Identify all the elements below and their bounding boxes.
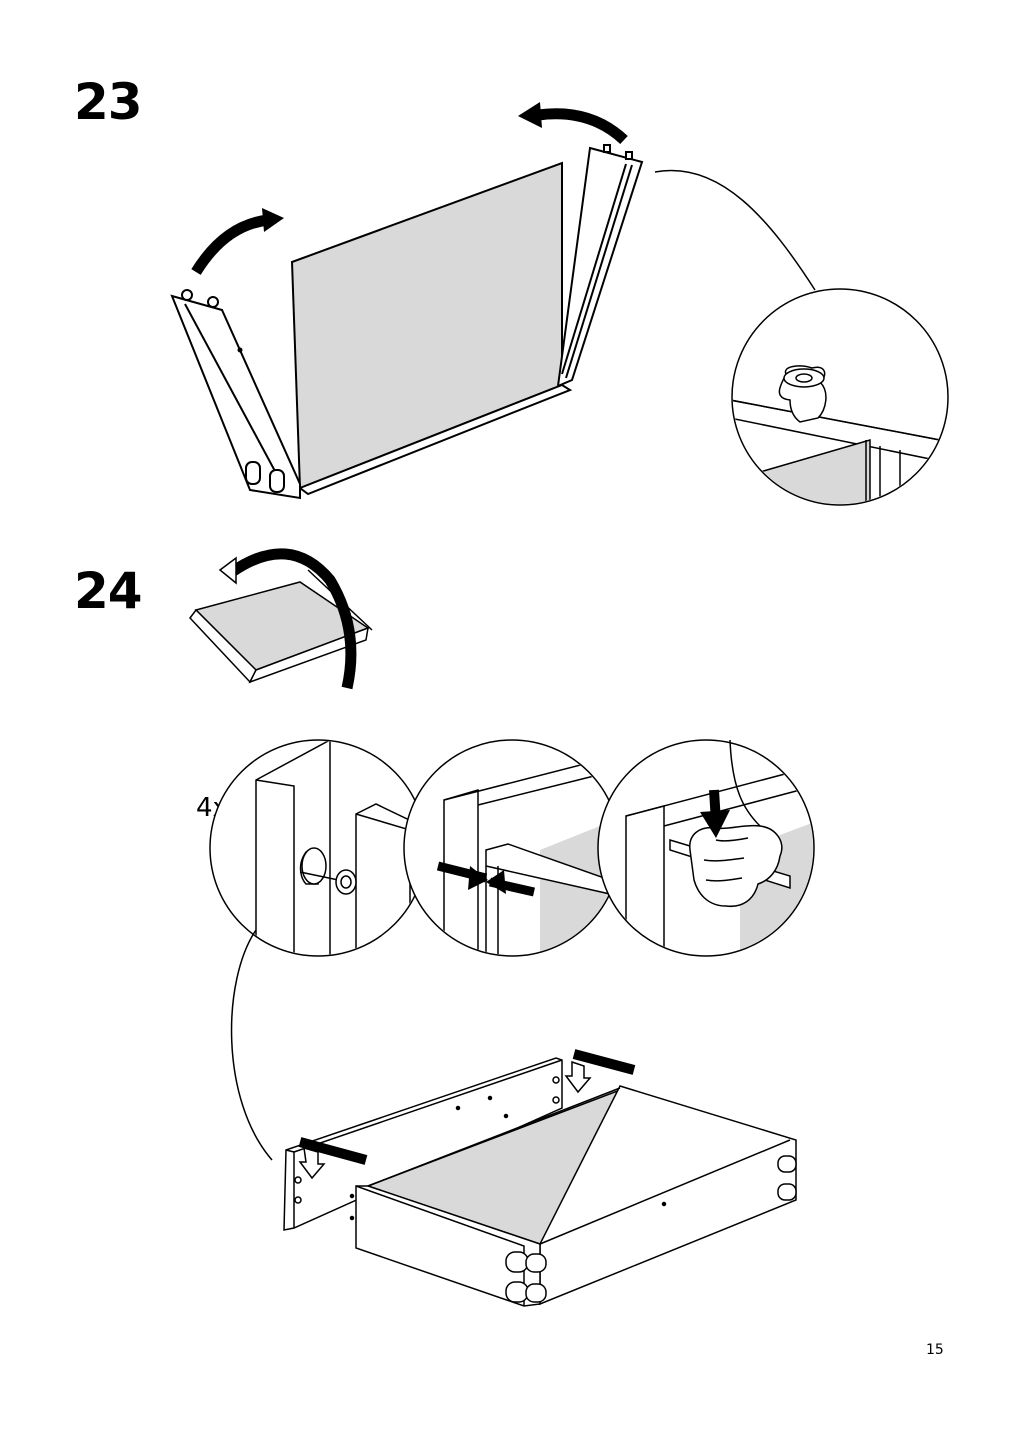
step-24-drawer-assembly bbox=[283, 1057, 797, 1307]
step-24-number: 24 bbox=[74, 562, 143, 620]
push-arrow-icon bbox=[564, 1049, 636, 1094]
rotate-arrow-icon bbox=[518, 102, 628, 145]
press-arrow-icon bbox=[700, 789, 730, 838]
step-23-detail-callout bbox=[654, 169, 949, 506]
rotate-arrow-icon bbox=[191, 208, 284, 275]
detail-circle-cam-lock bbox=[209, 739, 427, 957]
step-23-number: 23 bbox=[74, 73, 143, 131]
flip-arrow-icon bbox=[218, 548, 357, 690]
push-arrow-icon bbox=[298, 1137, 368, 1180]
push-arrow-icon bbox=[436, 861, 535, 897]
step-24-flip-drawer bbox=[189, 569, 373, 684]
step-23-drawer-fold bbox=[170, 144, 644, 500]
page-number: 15 bbox=[926, 1342, 944, 1358]
